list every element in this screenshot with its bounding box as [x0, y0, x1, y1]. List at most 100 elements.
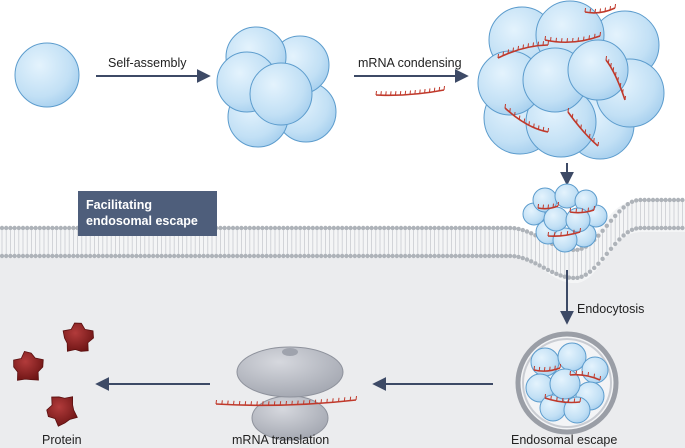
- lipid-head: [222, 253, 227, 259]
- lipid-head: [8, 225, 13, 231]
- mrna-base: [609, 5, 611, 11]
- lipid-head: [46, 225, 51, 231]
- lipid-head: [516, 254, 521, 260]
- lipid-head: [457, 253, 462, 259]
- lipid-head: [251, 253, 257, 259]
- lipid-head: [461, 253, 467, 259]
- mrna-base: [544, 393, 546, 399]
- mrna-base: [567, 398, 570, 403]
- lipid-head: [449, 225, 454, 231]
- lipid-head: [495, 253, 500, 259]
- lipid-head: [596, 233, 601, 238]
- lipid-head: [453, 225, 458, 231]
- lipid-head: [487, 253, 492, 259]
- lipid-head: [482, 253, 488, 259]
- lipid-head: [92, 253, 97, 259]
- lipid-head: [20, 225, 26, 231]
- mrna-base: [612, 67, 615, 72]
- lipid-head: [428, 225, 433, 231]
- mrna-base: [320, 399, 322, 404]
- lipid-head: [344, 253, 349, 259]
- lipid-head: [172, 253, 177, 259]
- lipid-head: [604, 223, 609, 229]
- lipid-head: [260, 253, 265, 259]
- mrna-base: [593, 138, 595, 143]
- translated-mrna: [215, 395, 357, 407]
- mrna-base: [547, 204, 549, 209]
- mrna-base: [550, 395, 552, 400]
- mrna-backbone: [504, 107, 549, 133]
- lipid-head: [373, 253, 378, 259]
- protein-label: Protein: [42, 433, 82, 447]
- protein-blob: [46, 396, 78, 427]
- mrna-base: [566, 230, 569, 236]
- mrna-base: [326, 398, 328, 403]
- lipid-head: [642, 197, 647, 203]
- lipid-head: [478, 225, 483, 231]
- mrna-base: [262, 401, 264, 406]
- lipid-head: [411, 225, 416, 231]
- mrna-base: [522, 44, 524, 49]
- lipid-head: [386, 225, 391, 231]
- lipid-head: [41, 253, 47, 259]
- lipid-head: [373, 225, 378, 231]
- mrna-base: [581, 371, 583, 376]
- self-assembly-label: Self-assembly: [108, 56, 187, 70]
- lipid-head: [352, 253, 357, 259]
- lipid-head: [335, 253, 341, 259]
- lipid-head: [205, 253, 210, 259]
- mrna-base: [438, 86, 441, 91]
- lipid-head: [466, 253, 471, 259]
- mrna-base: [575, 208, 577, 213]
- lipid-head: [256, 253, 261, 259]
- lipid-head: [571, 275, 576, 281]
- mrna-base: [509, 108, 511, 113]
- mrna-base: [343, 397, 346, 402]
- lipid-head: [629, 199, 635, 205]
- lipid-head: [272, 225, 278, 231]
- lipid-head: [58, 225, 63, 231]
- mrna-base: [542, 204, 544, 209]
- mrna-base: [579, 397, 581, 403]
- lipid-head: [377, 225, 383, 231]
- mrna-base: [528, 121, 530, 126]
- mrna-base: [581, 208, 583, 213]
- lipid-head: [268, 253, 273, 259]
- lipid-head: [608, 246, 614, 251]
- lipid-head: [16, 253, 21, 259]
- mrna-base: [556, 397, 558, 402]
- lipid-head: [432, 253, 437, 259]
- mrna-base: [268, 401, 270, 406]
- mrna-base: [557, 201, 559, 207]
- lipid-head: [642, 225, 647, 231]
- lipid-head: [83, 253, 89, 259]
- lipid-head: [239, 225, 244, 231]
- lipid-head: [508, 253, 513, 259]
- mrna-base: [279, 401, 282, 406]
- mrna-base: [543, 367, 546, 372]
- lipid-head: [394, 253, 399, 259]
- lipid-head: [520, 227, 525, 233]
- lipid-head: [537, 263, 542, 268]
- mrna-base: [547, 231, 549, 237]
- lipid-head: [478, 253, 483, 259]
- lipid-head: [634, 226, 639, 231]
- lipid-head: [655, 225, 660, 231]
- lipid-head: [613, 213, 618, 219]
- lipid-head: [50, 253, 55, 259]
- lipid-head: [470, 225, 475, 231]
- lipid-head: [600, 228, 605, 234]
- lipid-head: [243, 225, 248, 231]
- facilitating-escape-banner: Facilitating endosomal escape: [78, 191, 217, 236]
- mrna-base: [576, 119, 578, 124]
- mrna-base: [554, 365, 556, 370]
- mrna-base: [599, 8, 601, 13]
- lipid-head: [235, 225, 240, 231]
- mrna-base: [399, 90, 402, 96]
- lipid-head: [201, 253, 206, 259]
- lipid-head: [386, 253, 391, 259]
- mrna-base: [502, 51, 504, 56]
- lipid-head: [104, 253, 110, 259]
- lipid-head: [663, 225, 668, 231]
- lipid-head: [0, 253, 5, 259]
